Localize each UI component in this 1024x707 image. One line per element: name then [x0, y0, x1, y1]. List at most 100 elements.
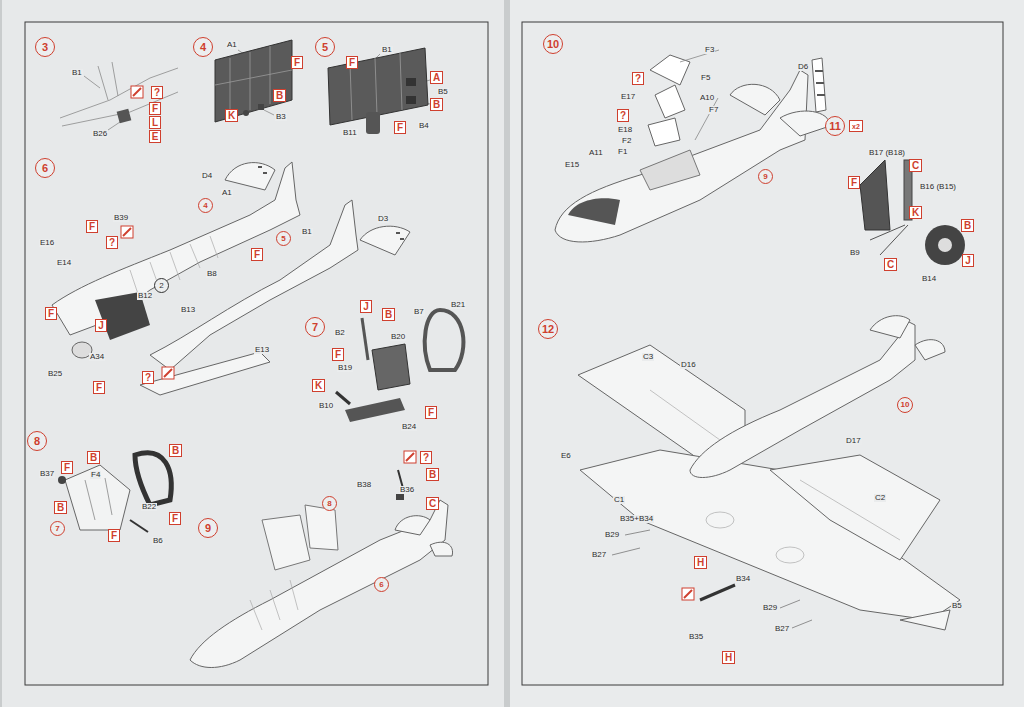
node-text: ? [154, 88, 160, 98]
part-number: B29 [762, 604, 778, 612]
node-text: 10 [901, 401, 910, 409]
node-text: ? [635, 74, 641, 84]
node-text: 9 [763, 173, 767, 181]
part-number: B25 [47, 370, 63, 378]
paint-code-box: J [962, 254, 974, 267]
part-number: B5 [951, 602, 963, 610]
paint-code-box: ? [106, 236, 118, 249]
part-number: C3 [642, 353, 654, 361]
node-text: 2 [159, 282, 163, 290]
part-number: B12 [137, 292, 153, 300]
node-text: 7 [55, 525, 59, 533]
part-number: B22 [141, 503, 157, 511]
part-number: F4 [90, 471, 101, 479]
part-number: C1 [613, 496, 625, 504]
part-number: B13 [180, 306, 196, 314]
callout-number: 2 [154, 278, 169, 293]
paint-code-box: F [149, 102, 161, 115]
paint-code-box: L [149, 116, 161, 129]
callout-number: 7 [50, 521, 65, 536]
part-number: B17 (B18) [868, 149, 906, 157]
node-text: F [96, 383, 102, 393]
part-number: E17 [620, 93, 636, 101]
part-number: F7 [708, 106, 719, 114]
node-text: 7 [312, 322, 318, 333]
step-number: 7 [305, 317, 325, 337]
node-text: 5 [322, 42, 328, 53]
node-text: B [385, 310, 392, 320]
step-number: 12 [538, 319, 558, 339]
node-text: 6 [379, 581, 383, 589]
paint-code-box: K [909, 206, 922, 219]
paint-code-box: C [426, 497, 439, 510]
part-number: E18 [617, 126, 633, 134]
paint-code-box: F [291, 56, 303, 69]
part-number: A1 [226, 41, 238, 49]
part-number: F2 [621, 137, 632, 145]
node-text: B [276, 91, 283, 101]
part-number: B38 [356, 481, 372, 489]
part-number: B39 [113, 214, 129, 222]
node-text: 11 [829, 121, 841, 132]
node-text: E [152, 132, 159, 142]
part-number: B35+B34 [619, 515, 654, 523]
paint-code-box: B [169, 444, 182, 457]
part-number: E15 [564, 161, 580, 169]
part-number: F5 [700, 74, 711, 82]
node-text: K [228, 111, 235, 121]
node-text: 10 [547, 39, 559, 50]
node-text: K [912, 208, 919, 218]
paint-code-box: B [426, 468, 439, 481]
part-number: E13 [254, 346, 270, 354]
paint-code-box: J [95, 319, 107, 332]
node-text: B [90, 453, 97, 463]
paint-code-box: B [382, 308, 395, 321]
node-text: F [294, 58, 300, 68]
node-text: C [429, 499, 436, 509]
quantity-box: x2 [849, 120, 863, 132]
node-text: A [433, 73, 440, 83]
node-text: ? [620, 111, 626, 121]
node-text: J [965, 256, 971, 266]
node-text: F [64, 463, 70, 473]
part-number: B2 [334, 329, 346, 337]
part-number: B1 [71, 69, 83, 77]
node-text: B [172, 446, 179, 456]
part-number: D3 [377, 215, 389, 223]
paint-code-box: F [346, 56, 358, 69]
paint-code-box: F [394, 121, 406, 134]
node-text: K [315, 381, 322, 391]
paint-code-box: K [225, 109, 238, 122]
paint-code-box: F [86, 220, 98, 233]
part-number: B36 [399, 486, 415, 494]
node-text: ? [109, 238, 115, 248]
part-number: B19 [337, 364, 353, 372]
node-text: 4 [203, 202, 207, 210]
paint-code-box: F [169, 512, 181, 525]
part-number: B20 [390, 333, 406, 341]
paint-code-box: B [54, 501, 67, 514]
part-number: B37 [39, 470, 55, 478]
node-text: J [363, 302, 369, 312]
node-text: ? [145, 373, 151, 383]
paint-code-box: ? [142, 371, 154, 384]
part-number: B8 [206, 270, 218, 278]
part-number: B1 [301, 228, 313, 236]
callout-number: 5 [276, 231, 291, 246]
part-number: A1 [221, 189, 233, 197]
paint-code-box: B [961, 219, 974, 232]
node-text: H [697, 558, 704, 568]
part-number: F1 [617, 148, 628, 156]
node-text: F [89, 222, 95, 232]
node-text: 8 [34, 436, 40, 447]
paint-code-box: B [273, 89, 286, 102]
part-number: B7 [413, 308, 425, 316]
node-text: F [349, 58, 355, 68]
part-number: E6 [560, 452, 572, 460]
node-text: x2 [852, 123, 860, 130]
node-text: F [851, 178, 857, 188]
paint-code-box: F [45, 307, 57, 320]
node-text: B [57, 503, 64, 513]
step-number: 8 [27, 431, 47, 451]
part-number: B29 [604, 531, 620, 539]
